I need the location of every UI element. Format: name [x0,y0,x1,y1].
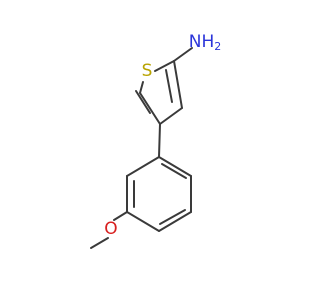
bond-c4-c5-inner [135,90,151,114]
bond-benzene-3-inner [159,209,186,225]
bond-c2-n [173,47,193,62]
bond-c2-c3 [173,60,183,109]
bond-c3-c4 [159,107,183,125]
bond-c4-c5 [139,92,161,125]
bond-benzene-4 [126,211,160,232]
structure-canvas: S NH2 O [90,32,222,249]
bond-c-o [113,211,128,221]
bond-o-methyl [90,237,109,249]
bond-benzene-1 [158,156,192,177]
bond-benzene-3 [158,211,192,232]
bond-benzene-1-inner [161,163,187,179]
bond-benzene-6 [126,156,160,177]
amine-label: NH2 [189,32,222,53]
oxygen-atom-label: O [104,219,117,239]
bond-c5-s [139,81,144,94]
bond-thiophene-phenyl [158,123,161,158]
bond-c2-c3-inner [165,69,173,103]
bond-s-c2 [154,60,175,72]
chemical-structure: S NH2 O [90,32,222,249]
sulfur-atom-label: S [142,61,153,81]
